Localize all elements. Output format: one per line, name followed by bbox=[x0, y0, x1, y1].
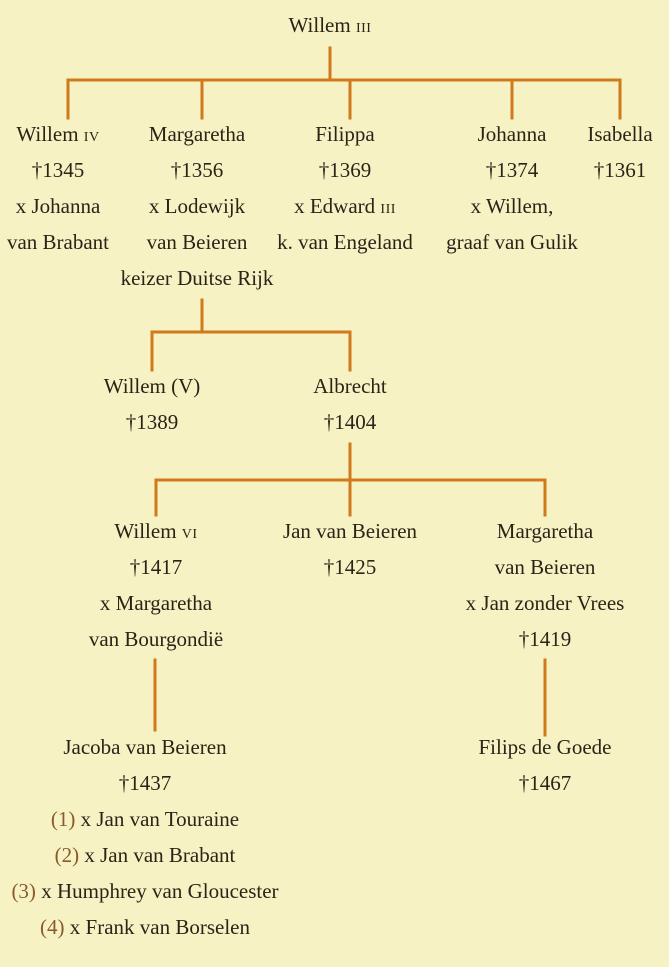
regnal-number: VI bbox=[181, 527, 198, 542]
regnal-number: III bbox=[380, 202, 396, 217]
person-name: Margaretha bbox=[496, 519, 594, 543]
regnal-number: III bbox=[355, 21, 372, 36]
marriage-text: x Frank van Borselen bbox=[69, 915, 250, 939]
person-jacoba-van-beieren: Jacoba van Beieren †1437 (1) x Jan van T… bbox=[0, 729, 300, 945]
spouse-line: x Margaretha bbox=[99, 591, 213, 615]
death-year: †1389 bbox=[125, 410, 179, 434]
spouse-line: x Edward III bbox=[260, 188, 430, 224]
spouse-line: k. van Engeland bbox=[277, 230, 413, 254]
death-year: †1374 bbox=[485, 158, 539, 182]
person-name: Willem IV bbox=[0, 116, 128, 152]
marriage-text: x Jan van Brabant bbox=[84, 843, 236, 867]
person-name: Jacoba van Beieren bbox=[63, 735, 227, 759]
person-willem-iii: Willem III bbox=[230, 7, 430, 43]
spouse-line: graaf van Gulik bbox=[446, 230, 578, 254]
person-jan-van-beieren: Jan van Beieren †1425 bbox=[255, 513, 445, 585]
spouse-line: x Johanna bbox=[15, 194, 101, 218]
name-text: Willem bbox=[114, 519, 177, 543]
person-name: Willem III bbox=[230, 7, 430, 43]
person-margaretha: Margaretha †1356 x Lodewijk van Beieren … bbox=[97, 116, 297, 296]
spouse-line: van Beieren bbox=[146, 230, 248, 254]
marriage-text: x Humphrey van Gloucester bbox=[41, 879, 279, 903]
regnal-number: IV bbox=[83, 130, 100, 145]
spouse-line: x Jan zonder Vrees bbox=[465, 591, 625, 615]
person-margaretha-van-beieren: Margaretha van Beieren x Jan zonder Vree… bbox=[435, 513, 655, 657]
death-year: †1361 bbox=[593, 158, 647, 182]
marriage-number: (4) bbox=[40, 915, 65, 939]
person-name: Filippa bbox=[315, 122, 375, 146]
death-year: †1356 bbox=[170, 158, 224, 182]
person-name: van Beieren bbox=[494, 555, 596, 579]
death-year: †1425 bbox=[323, 555, 377, 579]
person-name: Filips de Goede bbox=[478, 735, 612, 759]
name-text: Willem bbox=[288, 13, 351, 37]
marriage-line: (4) x Frank van Borselen bbox=[0, 909, 300, 945]
person-willem-iv: Willem IV †1345 x Johanna van Brabant bbox=[0, 116, 128, 260]
marriage-number: (2) bbox=[54, 843, 80, 867]
spouse-line: van Bourgondië bbox=[88, 627, 224, 651]
marriage-text: x Jan van Touraine bbox=[80, 807, 240, 831]
spouse-line: x Willem, bbox=[470, 194, 554, 218]
person-name: Johanna bbox=[477, 122, 547, 146]
person-name: Isabella bbox=[587, 122, 653, 146]
person-name: Margaretha bbox=[148, 122, 246, 146]
spouse-text: x Edward bbox=[294, 194, 376, 218]
marriage-number: (3) bbox=[11, 879, 36, 903]
person-albrecht: Albrecht †1404 bbox=[275, 368, 425, 440]
person-name: Albrecht bbox=[313, 374, 387, 398]
person-name: Jan van Beieren bbox=[282, 519, 418, 543]
death-year: †1404 bbox=[323, 410, 377, 434]
spouse-line: van Brabant bbox=[6, 230, 110, 254]
person-johanna: Johanna †1374 x Willem, graaf van Gulik bbox=[432, 116, 592, 260]
death-year: †1419 bbox=[518, 627, 572, 651]
person-name: Willem VI bbox=[56, 513, 256, 549]
death-year: †1437 bbox=[118, 771, 172, 795]
death-year: †1345 bbox=[31, 158, 85, 182]
person-willem-vi: Willem VI †1417 x Margaretha van Bourgon… bbox=[56, 513, 256, 657]
spouse-line: x Lodewijk bbox=[148, 194, 246, 218]
death-year: †1369 bbox=[318, 158, 372, 182]
death-year: †1467 bbox=[518, 771, 572, 795]
person-isabella: Isabella †1361 bbox=[570, 116, 669, 188]
person-willem-v: Willem (V) †1389 bbox=[77, 368, 227, 440]
marriage-number: (1) bbox=[50, 807, 76, 831]
death-year: †1417 bbox=[129, 555, 183, 579]
person-filippa: Filippa †1369 x Edward III k. van Engela… bbox=[260, 116, 430, 260]
marriage-line: (1) x Jan van Touraine bbox=[0, 801, 300, 837]
person-filips-de-goede: Filips de Goede †1467 bbox=[445, 729, 645, 801]
person-name: Willem (V) bbox=[103, 374, 201, 398]
marriage-line: (3) x Humphrey van Gloucester bbox=[0, 873, 300, 909]
marriage-line: (2) x Jan van Brabant bbox=[0, 837, 300, 873]
spouse-line: keizer Duitse Rijk bbox=[120, 266, 274, 290]
name-text: Willem bbox=[16, 122, 79, 146]
